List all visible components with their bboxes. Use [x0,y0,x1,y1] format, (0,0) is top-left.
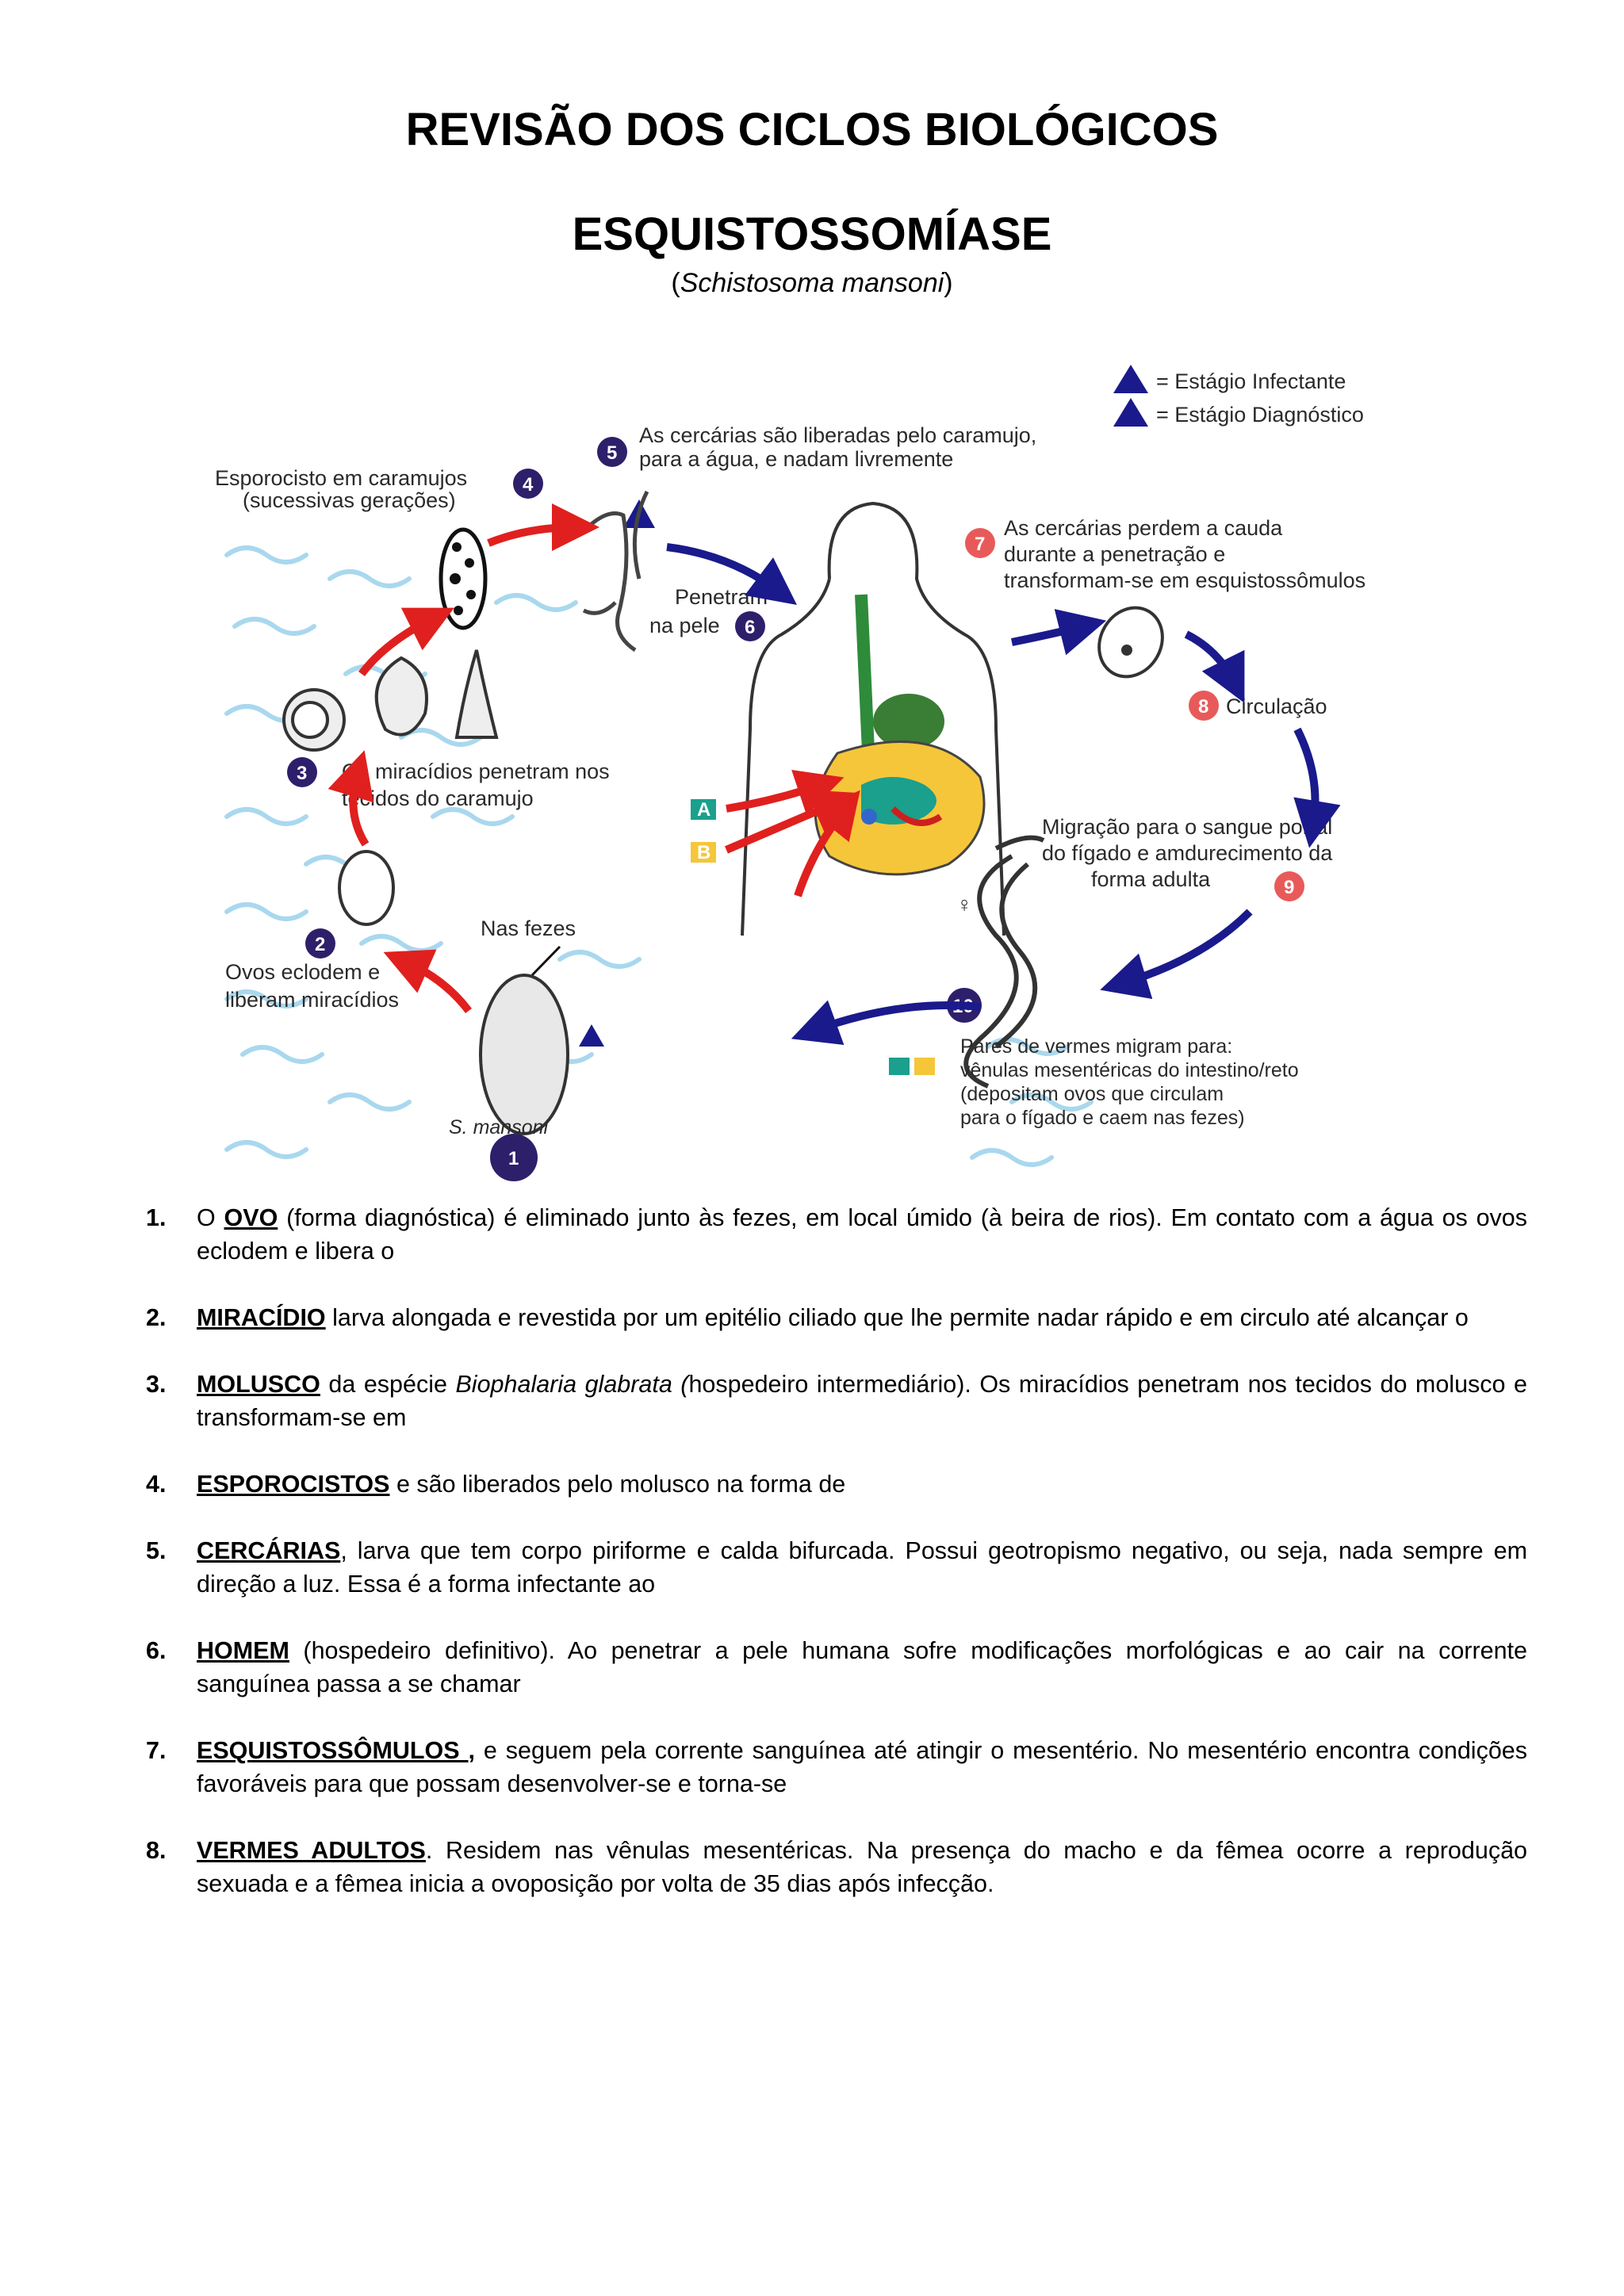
step7-number: 7 [975,534,985,555]
item-text: e são liberados pelo molusco na forma de [390,1471,846,1498]
step10-line2: vênulas mesentéricas do intestino/reto [960,1059,1299,1081]
step3-number: 3 [297,763,307,784]
badge-b-small [914,1058,935,1075]
egg-icon [481,975,568,1134]
legend-diagnostico: = Estágio Diagnóstico [1156,403,1364,427]
step4-line2: (sucessivas gerações) [243,488,456,512]
schistosomulum-nucleus [1121,645,1132,656]
step3-line2: tecidos do caramujo [342,786,534,810]
list-item: 3. MOLUSCO da espécie Biophalaria glabra… [143,1368,1527,1434]
step7-line2: durante a penetração e [1004,542,1225,566]
step1-number: 1 [508,1148,519,1169]
nas-fezes-pointer [532,947,560,975]
step10-line4: para o fígado e caem nas fezes) [960,1107,1245,1129]
item-number: 3. [146,1368,166,1401]
list-item: 6. HOMEM (hospedeiro definitivo). Ao pen… [143,1634,1527,1701]
page-subtitle: ESQUISTOSSOMÍASE [0,208,1624,261]
step2-line2: liberam miracídios [225,988,399,1012]
badge-b-label: B [697,842,710,863]
item-number: 4. [146,1468,166,1501]
item-number: 6. [146,1634,166,1667]
sporocyst-icon [441,530,485,628]
list-item: 8. VERMES ADULTOS. Residem nas vênulas m… [143,1834,1527,1900]
list-item: 4. ESPOROCISTOS e são liberados pelo mol… [143,1468,1527,1501]
step2-line1: Ovos eclodem e [225,960,380,984]
item-keyword: CERCÁRIAS [197,1537,340,1564]
step9-number: 9 [1284,877,1294,898]
item-italic: Biophalaria glabrata ( [455,1371,688,1398]
snails-icon [284,650,496,750]
step5-line1: As cercárias são liberadas pelo caramujo… [639,423,1036,447]
human-body-icon [742,503,1004,936]
step10-line1: Pares de vermes migram para: [960,1035,1232,1058]
list-item: 1. O OVO (forma diagnóstica) é eliminado… [143,1201,1527,1268]
blue-arrows [667,547,1316,1031]
step8-number: 8 [1198,696,1208,718]
step4-number: 4 [523,474,534,496]
step3-line1: Os miracídios penetram nos [342,760,610,783]
step5-line2: para a água, e nadam livremente [639,447,953,471]
nas-fezes-label: Nas fezes [481,916,576,940]
step2-number: 2 [315,934,325,955]
item-keyword: OVO [224,1204,278,1231]
diagram-svg: = Estágio Infectante = Estágio Diagnósti… [211,341,1419,1194]
item-text: da espécie [320,1371,456,1398]
cycle-steps-list: 1. O OVO (forma diagnóstica) é eliminado… [143,1201,1527,1934]
step5-number: 5 [607,442,617,464]
item-number: 1. [146,1201,166,1234]
step7-line3: transformam-se em esquistossômulos [1004,568,1365,592]
step9-line3: forma adulta [1091,867,1211,891]
item-text: , larva que tem corpo piriforme e calda … [197,1537,1527,1598]
item-keyword: HOMEM [197,1637,289,1664]
life-cycle-diagram: = Estágio Infectante = Estágio Diagnósti… [211,341,1419,1194]
item-text: O [197,1204,224,1231]
item-keyword: MOLUSCO [197,1371,320,1398]
item-number: 2. [146,1301,166,1334]
legend: = Estágio Infectante = Estágio Diagnósti… [1113,365,1364,427]
legend-infectante: = Estágio Infectante [1156,369,1346,393]
item-number: 8. [146,1834,166,1867]
item-text: larva alongada e revestida por um epitél… [326,1304,1469,1331]
step8-label: Circulação [1226,695,1327,718]
step9-line1: Migração para o sangue portal [1042,815,1332,839]
item-number: 7. [146,1734,166,1767]
step6-number: 6 [745,617,755,638]
step6-line1: Penetram [675,585,768,609]
diagnostico-triangle-icon [1113,398,1148,427]
page-title: REVISÃO DOS CICLOS BIOLÓGICOS [0,103,1624,156]
miracidium-icon [339,851,393,924]
item-keyword: ESPOROCISTOS [197,1471,390,1498]
badge-a-label: A [697,799,710,821]
item-number: 5. [146,1534,166,1567]
item-bold: , [469,1737,475,1764]
list-item: 7. ESQUISTOSSÔMULOS , e seguem pela corr… [143,1734,1527,1800]
schistosomulum-icon [1087,596,1175,688]
item-keyword: MIRACÍDIO [197,1304,326,1331]
step4-line1: Esporocisto em caramujos [215,466,467,490]
infectante-triangle-icon [1113,365,1148,393]
cercaria-icon [584,492,647,650]
female-symbol: ♀ [956,893,972,916]
species-name: (Schistosoma mansoni) [0,268,1624,299]
step7-line1: As cercárias perdem a cauda [1004,516,1283,540]
step10-line3: (depositam ovos que circulam [960,1083,1224,1105]
step6-line2: na pele [649,614,720,637]
diagnostico-marker-icon [579,1024,604,1047]
item-text: (hospedeiro definitivo). Ao penetrar a p… [197,1637,1527,1697]
list-item: 5. CERCÁRIAS, larva que tem corpo pirifo… [143,1534,1527,1601]
badge-a-small [889,1058,910,1075]
species-italic: Schistosoma mansoni [680,268,944,298]
step9-line2: do fígado e amdurecimento da [1042,841,1333,865]
step1-label: S. mansoni [449,1116,550,1138]
item-keyword: ESQUISTOSSÔMULOS [197,1737,469,1764]
item-text: (forma diagnóstica) é eliminado junto às… [197,1204,1527,1265]
list-item: 2. MIRACÍDIO larva alongada e revestida … [143,1301,1527,1334]
item-keyword: VERMES ADULTOS [197,1837,426,1864]
